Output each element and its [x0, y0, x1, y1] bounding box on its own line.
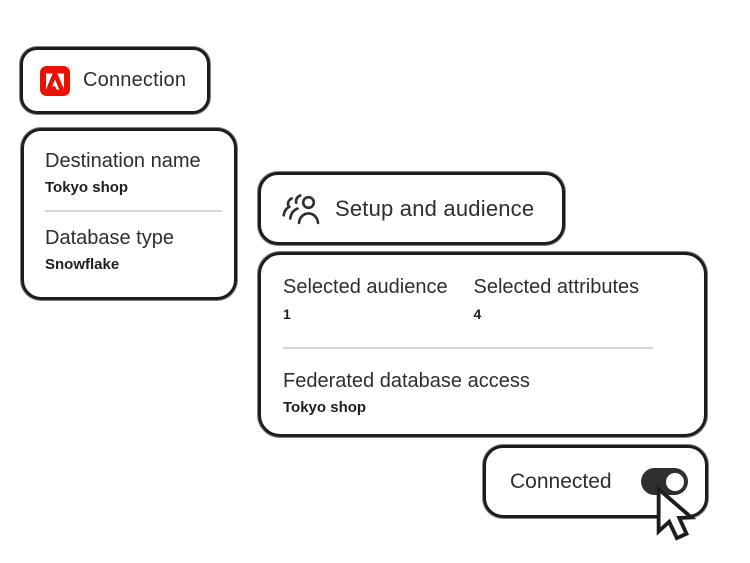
- adobe-logo-icon: [40, 65, 70, 96]
- selected-attributes-stat: Selected attributes 4: [474, 274, 665, 324]
- stat-label: Selected attributes: [473, 276, 640, 298]
- destination-name-field: Destination name Tokyo shop: [45, 148, 222, 197]
- divider: [283, 347, 653, 349]
- field-label: Database type: [45, 227, 174, 249]
- stat-label: Selected audience: [283, 276, 448, 298]
- connection-title: Connection: [83, 69, 187, 91]
- stat-value: 1: [283, 306, 291, 322]
- setup-audience-title: Setup and audience: [335, 195, 535, 221]
- setup-audience-card: Setup and audience: [258, 172, 565, 245]
- audience-icon: [282, 193, 320, 224]
- destination-card: Destination name Tokyo shop Database typ…: [21, 128, 237, 300]
- summary-card: Selected audience 1 Selected attributes …: [258, 252, 707, 437]
- connection-card: Connection: [20, 47, 210, 114]
- stats-row: Selected audience 1 Selected attributes …: [283, 274, 664, 324]
- selected-audience-stat: Selected audience 1: [283, 274, 474, 324]
- field-value: Tokyo shop: [45, 179, 129, 196]
- stat-value: 4: [473, 306, 482, 322]
- connected-card: Connected: [483, 445, 708, 518]
- field-value: Tokyo shop: [283, 399, 367, 416]
- field-label: Destination name: [45, 150, 201, 172]
- field-value: Snowflake: [45, 256, 120, 273]
- connected-label: Connected: [510, 469, 612, 493]
- connected-toggle[interactable]: [641, 468, 688, 495]
- field-label: Federated database access: [283, 370, 530, 392]
- divider: [45, 210, 222, 212]
- federated-access-field: Federated database access Tokyo shop: [283, 368, 664, 417]
- database-type-field: Database type Snowflake: [45, 225, 222, 274]
- toggle-knob: [666, 472, 684, 491]
